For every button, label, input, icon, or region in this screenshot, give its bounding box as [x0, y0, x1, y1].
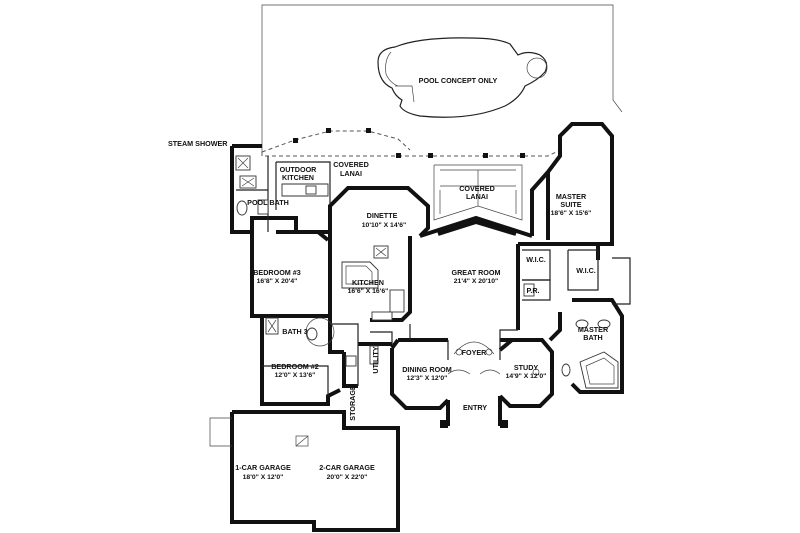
study-label: STUDY	[514, 363, 539, 372]
covered-lanai-right-label-2: LANAI	[466, 192, 488, 201]
entry-label: ENTRY	[463, 403, 487, 412]
master-suite-size: 18'6" X 15'6"	[551, 210, 592, 217]
lanai	[261, 128, 561, 221]
garage2-size: 20'0" X 22'0"	[327, 474, 368, 481]
master-bath-label-2: BATH	[583, 333, 602, 342]
wic-right-label: W.I.C.	[576, 266, 596, 275]
study-size: 14'9" X 12'0"	[506, 373, 547, 380]
great-room-label: GREAT ROOM	[452, 268, 501, 277]
master-suite-label-2: SUITE	[560, 200, 581, 209]
covered-lanai-left-label-2: LANAI	[340, 169, 362, 178]
garage	[209, 410, 400, 532]
room-labels: POOL CONCEPT ONLY STEAM SHOWER OUTDOOR K…	[168, 76, 609, 481]
garage2-label: 2-CAR GARAGE	[319, 463, 375, 472]
wic-left-label: W.I.C.	[526, 255, 546, 264]
storage-label: STORAGE	[348, 385, 357, 421]
steam-shower-label: STEAM SHOWER	[168, 139, 228, 148]
garage1-size: 18'0" X 12'0"	[243, 474, 284, 481]
pool-deck	[261, 4, 623, 152]
interior-partitions	[236, 156, 631, 396]
pool-label: POOL CONCEPT ONLY	[419, 76, 498, 85]
outdoor-kitchen-label-2: KITCHEN	[282, 173, 314, 182]
great-room-size: 21'4" X 20'10"	[454, 278, 498, 285]
dinette-label: DINETTE	[367, 211, 398, 220]
bedroom2-label: BEDROOM #2	[271, 362, 319, 371]
bedroom2-size: 12'0" X 13'6"	[275, 372, 316, 379]
kitchen-size: 16'6" X 16'6"	[348, 288, 389, 295]
fixtures	[235, 155, 619, 428]
foyer-label: FOYER	[462, 348, 488, 357]
dining-room-size: 12'3" X 12'0"	[407, 375, 448, 382]
bedroom3-size: 16'8" X 20'4"	[257, 278, 298, 285]
master-bath-label-1: MASTER	[578, 325, 609, 334]
exterior-walls	[230, 122, 624, 426]
outdoor-kitchen-label-1: OUTDOOR	[280, 165, 318, 174]
powder-room-label: P.R.	[526, 286, 539, 295]
bedroom3-label: BEDROOM #3	[253, 268, 301, 277]
bath3-label: BATH 3	[282, 327, 307, 336]
pool-outline	[377, 37, 548, 118]
master-suite-label-1: MASTER	[556, 192, 587, 201]
garage1-label: 1-CAR GARAGE	[235, 463, 291, 472]
dinette-size: 10'10" X 14'6"	[362, 222, 406, 229]
dining-room-label: DINING ROOM	[402, 365, 452, 374]
utility-label: UTILITY	[371, 346, 380, 373]
covered-lanai-left-label-1: COVERED	[333, 160, 369, 169]
kitchen-label: KITCHEN	[352, 278, 384, 287]
covered-lanai-right-label-1: COVERED	[459, 184, 495, 193]
pool-bath-label: POOL BATH	[247, 198, 289, 207]
